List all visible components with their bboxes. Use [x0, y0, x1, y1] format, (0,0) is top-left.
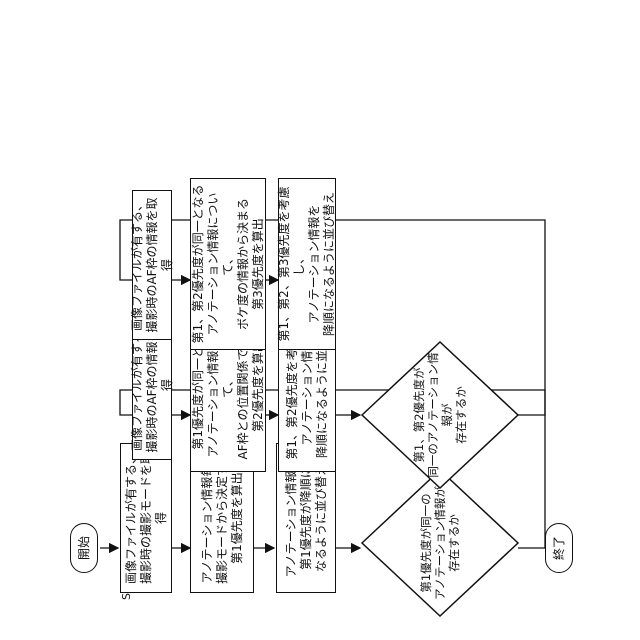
end-label: 終了 [552, 536, 567, 560]
process-s1066: 第1、第2、第3優先度を考慮し、 アノテーション情報を 降順になるように並び替え [278, 178, 336, 350]
process-s1051: 画像ファイルが有する、 撮影時の撮影モードを取得 [120, 443, 172, 593]
decision-s1071-text: 第1優先度が同一の アノテーション情報が 存在するか [410, 478, 470, 608]
process-s1066-text: 第1、第2、第3優先度を考慮し、 アノテーション情報を 降順になるように並び替え [277, 183, 337, 345]
end-terminal: 終了 [545, 523, 573, 573]
process-s1053: 画像ファイルが有する、 撮影時のAF枠の情報を取得 [132, 190, 172, 340]
process-s1051-text: 画像ファイルが有する、 撮影時の撮影モードを取得 [124, 448, 169, 588]
start-label: 開始 [77, 536, 92, 560]
start-terminal: 開始 [70, 523, 98, 573]
process-s1053-text: 画像ファイルが有する、 撮影時のAF枠の情報を取得 [130, 195, 175, 335]
process-s1062-text: アノテーション情報を 第1優先度が降順に なるように並び替え [284, 459, 329, 578]
decision-s1072-text: 第1、第2優先度が 同一のアノテーション情報が 存在するか [410, 350, 470, 480]
process-s1065-text: 第1、第2優先度が同一となる アノテーション情報について、 ボケ度の情報から決ま… [191, 183, 266, 345]
process-s1065: 第1、第2優先度が同一となる アノテーション情報について、 ボケ度の情報から決ま… [190, 178, 266, 350]
